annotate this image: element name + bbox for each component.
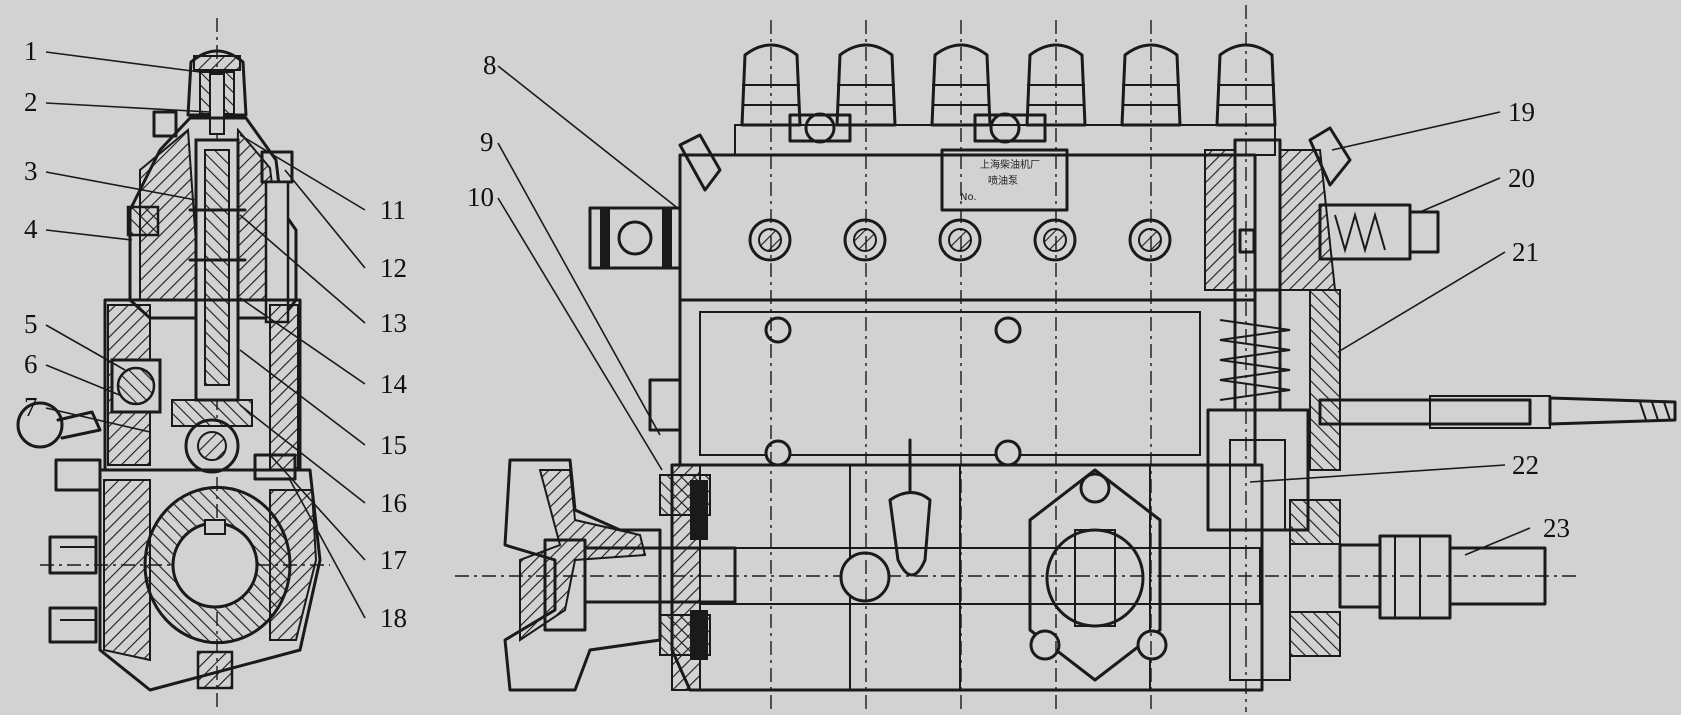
callout-10: 10 bbox=[467, 182, 494, 212]
callout-22: 22 bbox=[1512, 450, 1539, 480]
callout-21: 21 bbox=[1512, 237, 1539, 267]
callout-16: 16 bbox=[380, 488, 407, 518]
callout-6: 6 bbox=[24, 349, 38, 379]
callout-2: 2 bbox=[24, 87, 38, 117]
callout-14: 14 bbox=[380, 369, 408, 399]
callout-4: 4 bbox=[24, 214, 38, 244]
callout-19: 19 bbox=[1508, 97, 1535, 127]
svg-text:No.: No. bbox=[960, 192, 977, 203]
callout-5: 5 bbox=[24, 309, 38, 339]
callout-8: 8 bbox=[483, 50, 497, 80]
inspection-ports bbox=[748, 218, 1172, 262]
svg-text:上海柴油机厂: 上海柴油机厂 bbox=[980, 158, 1040, 171]
cross-section-view bbox=[16, 18, 330, 712]
callout-18: 18 bbox=[380, 603, 407, 633]
callout-23: 23 bbox=[1543, 513, 1570, 543]
callout-9: 9 bbox=[480, 127, 494, 157]
callout-7: 7 bbox=[24, 392, 38, 422]
side-section-view: 上海柴油机厂 喷油泵 No. bbox=[455, 5, 1677, 712]
leader-lines bbox=[45, 51, 1531, 619]
callout-3: 3 bbox=[24, 156, 38, 186]
svg-text:喷油泵: 喷油泵 bbox=[988, 174, 1018, 187]
callout-11: 11 bbox=[380, 195, 406, 225]
callout-20: 20 bbox=[1508, 163, 1535, 193]
callout-13: 13 bbox=[380, 308, 407, 338]
callout-labels: 1 2 3 4 5 6 7 8 9 10 11 12 13 14 15 16 1… bbox=[24, 36, 1570, 633]
callout-15: 15 bbox=[380, 430, 407, 460]
callout-1: 1 bbox=[24, 36, 38, 66]
callout-17: 17 bbox=[380, 545, 407, 575]
callout-12: 12 bbox=[380, 253, 407, 283]
